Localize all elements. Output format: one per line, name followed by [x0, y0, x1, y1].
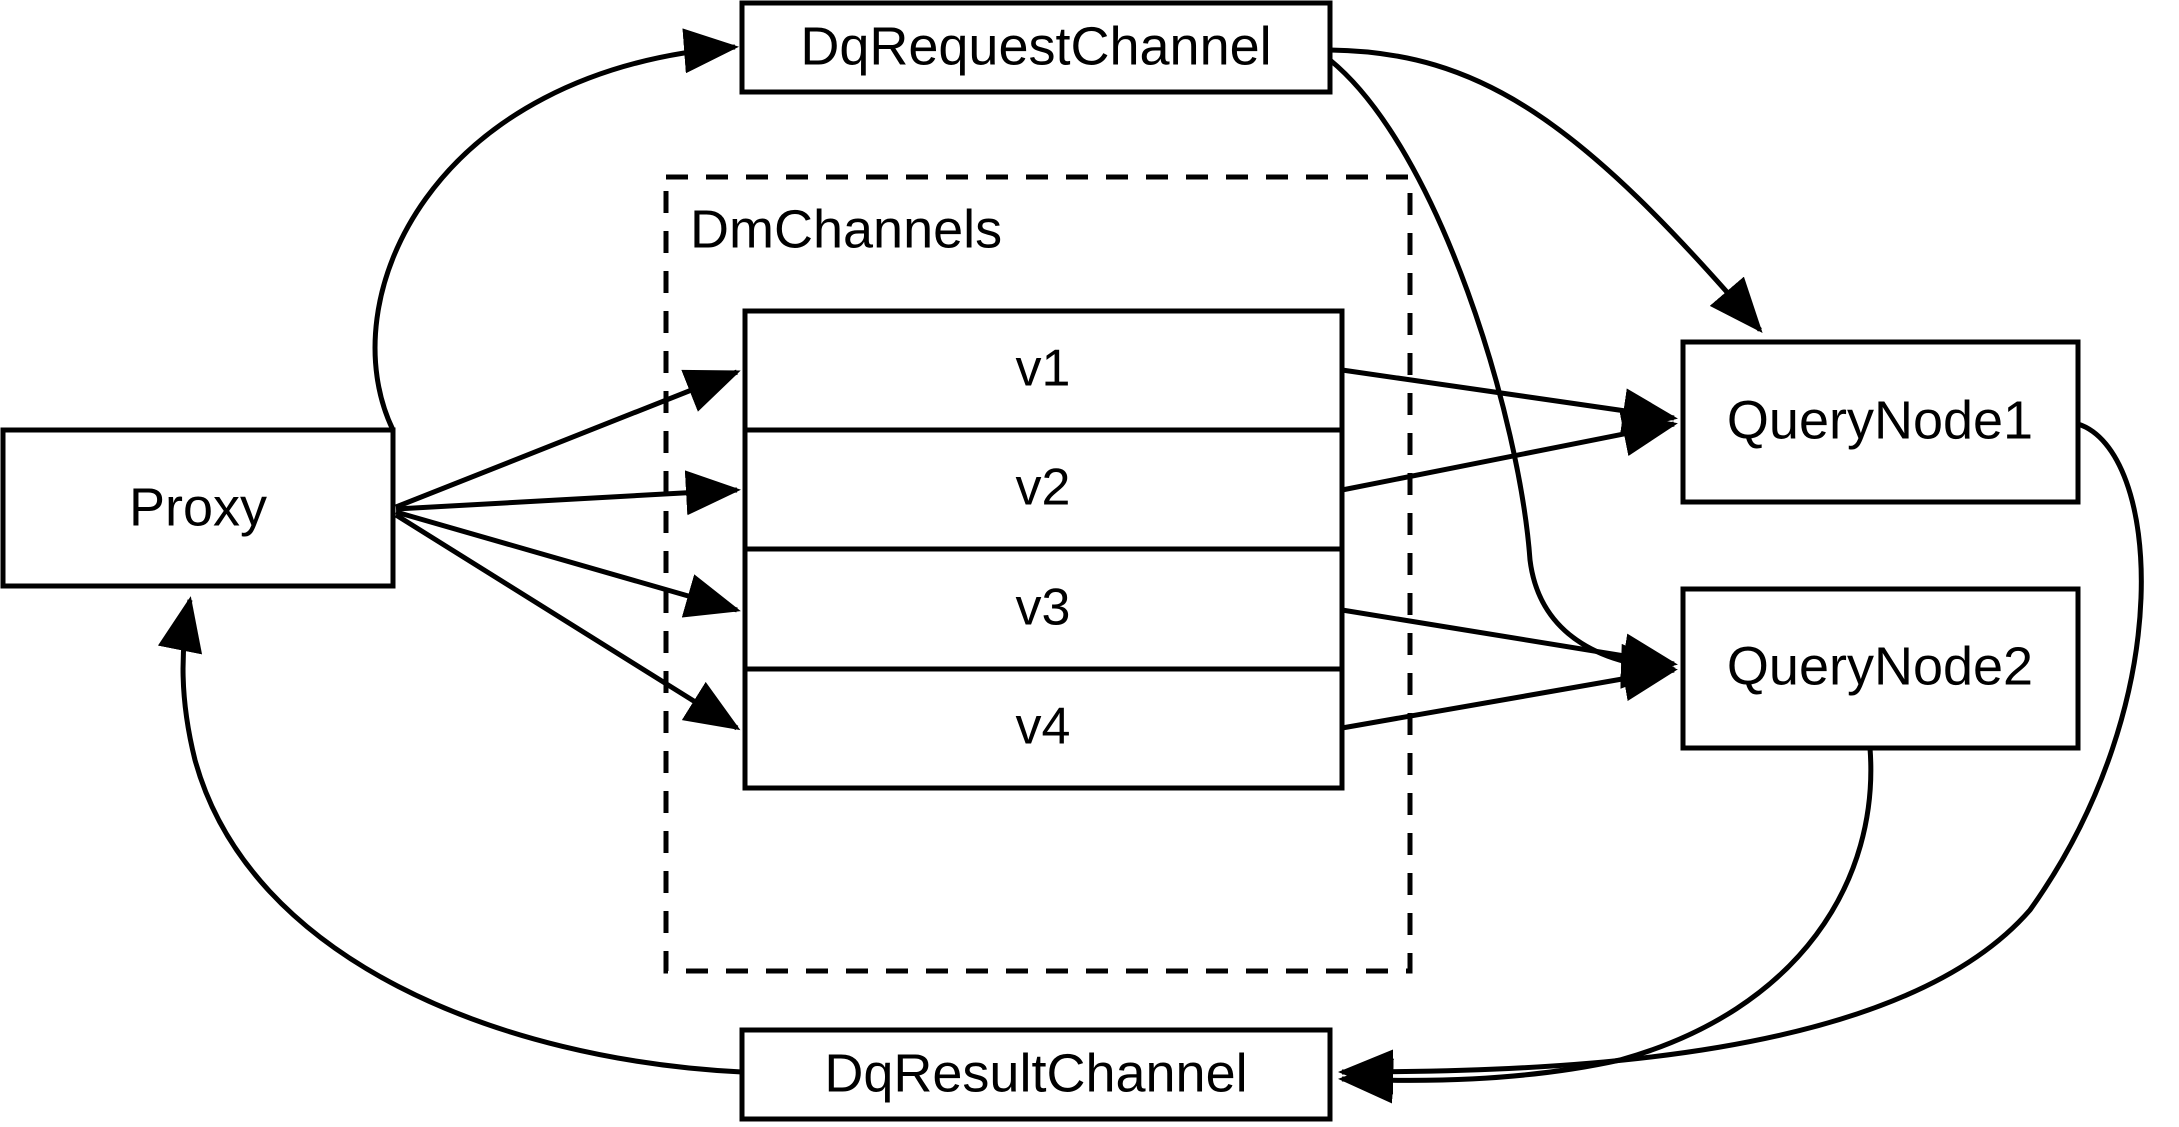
- node-dq-result-channel-box[interactable]: [739, 1027, 1333, 1122]
- shard-label-v3: v3: [1016, 579, 1071, 637]
- node-query-node-1-label: QueryNode1: [1727, 390, 2033, 450]
- dm-channels-group-box: [663, 174, 1413, 974]
- edge-dq-result-channel-to-proxy: [157, 596, 743, 1075]
- edge-proxy-to-v1: [395, 369, 741, 510]
- edge-v1-to-query-node-1: [1341, 367, 1678, 433]
- node-query-node-2-box[interactable]: [1680, 586, 2081, 751]
- edge-query-node-1-to-dq-result-channel: [1337, 421, 2144, 1095]
- node-proxy-label: Proxy: [129, 477, 267, 537]
- edge-v3-to-query-node-2: [1341, 607, 1678, 679]
- edge-query-node-2-to-dq-result-channel: [1338, 747, 1874, 1104]
- node-dq-result-channel-label: DqResultChannel: [824, 1043, 1247, 1103]
- shard-label-v4: v4: [1016, 698, 1071, 756]
- edge-proxy-to-v2: [395, 470, 741, 516]
- edge-v4-to-query-node-2: [1341, 656, 1678, 731]
- dm-channels-label: DmChannels: [690, 199, 1002, 259]
- edge-proxy-to-v3: [395, 509, 741, 618]
- node-dq-request-channel-box[interactable]: [739, 0, 1333, 95]
- shard-label-v1: v1: [1016, 340, 1071, 398]
- node-dq-request-channel-label: DqRequestChannel: [800, 16, 1271, 76]
- edge-proxy-to-v4: [394, 512, 741, 731]
- edge-proxy-to-dq-request-channel: [372, 28, 739, 432]
- edge-dq-request-channel-to-query-node-2: [1328, 58, 1676, 689]
- edge-v2-to-query-node-1: [1341, 411, 1678, 493]
- node-query-node-1-box[interactable]: [1680, 339, 2081, 505]
- shard-label-v2: v2: [1016, 459, 1071, 517]
- node-query-node-2-label: QueryNode2: [1727, 636, 2033, 696]
- node-proxy-box[interactable]: [0, 427, 396, 589]
- edge-dq-request-channel-to-query-node-1: [1329, 47, 1763, 334]
